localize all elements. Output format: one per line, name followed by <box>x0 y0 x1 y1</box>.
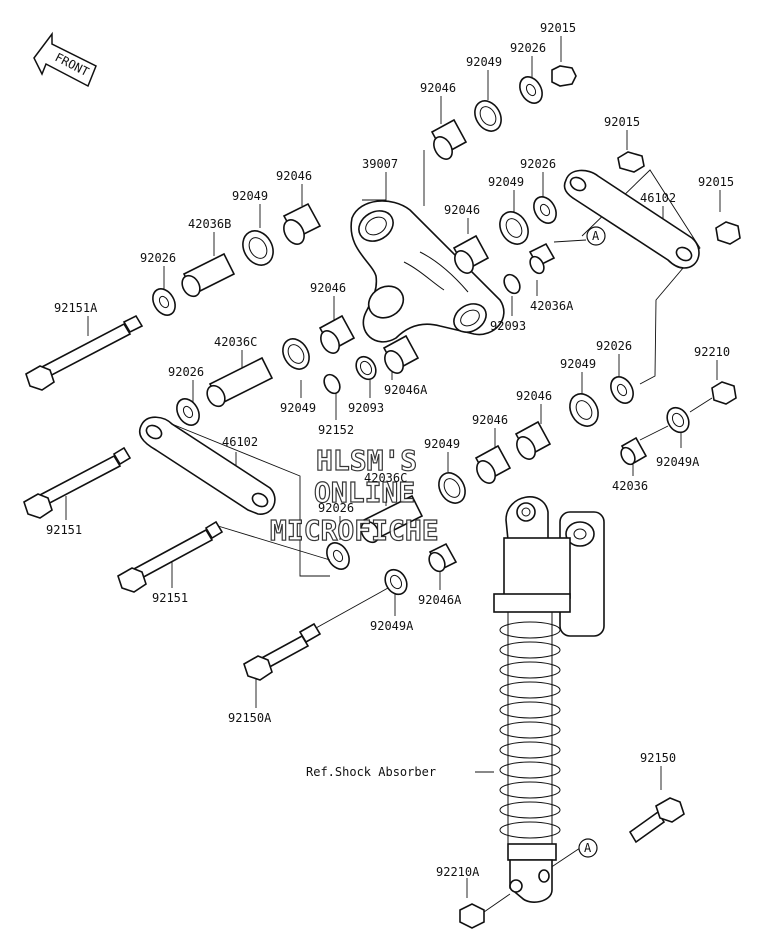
label-92151A: 92151A <box>54 301 98 315</box>
label-92046A-b: 92046A <box>418 593 462 607</box>
lower-bolts <box>23 446 458 681</box>
label-92210: 92210 <box>694 345 730 359</box>
upper-pivot-hardware <box>430 65 577 160</box>
label-42036C-a: 42036C <box>214 335 257 349</box>
right-mid-hardware <box>438 376 737 504</box>
nut-92015-far <box>715 221 741 245</box>
label-92093-a: 92093 <box>490 319 526 333</box>
bolt-92150 <box>628 810 666 844</box>
label-92026-b: 92026 <box>520 157 556 171</box>
label-92049-d: 92049 <box>560 357 596 371</box>
watermark-line-3: MICROFICHE <box>270 514 439 547</box>
watermark-line-2: ONLINE <box>314 476 415 509</box>
nut-92210A <box>459 903 485 929</box>
label-92151-a: 92151 <box>46 523 82 537</box>
label-92046-d: 92046 <box>310 281 346 295</box>
seal-92049-center <box>282 338 310 370</box>
seal-92049A-right <box>666 406 690 434</box>
seal-92049-rlow <box>438 472 466 504</box>
label-42036C-b: 42036C <box>364 471 407 485</box>
label-92150: 92150 <box>640 751 676 765</box>
front-arrow-badge: FRONT <box>33 31 97 88</box>
label-92049A-b: 92049A <box>370 619 414 633</box>
label-92049-c: 92049 <box>232 189 268 203</box>
label-42036: 42036 <box>612 479 648 493</box>
label-92046-b: 92046 <box>276 169 312 183</box>
label-92049-f: 92049 <box>424 437 460 451</box>
watermark: HLSM'S ONLINE MICROFICHE <box>269 443 439 547</box>
watermark-line-1: HLSM'S <box>316 444 417 477</box>
label-92015-c: 92015 <box>698 175 734 189</box>
seal-92049-left <box>242 230 274 266</box>
label-92210A: 92210A <box>436 865 480 879</box>
washer-92026-lower <box>326 542 350 570</box>
label-92046-e: 92046 <box>516 389 552 403</box>
nut-92210 <box>711 381 737 405</box>
label-92046-a: 92046 <box>420 81 456 95</box>
label-92049-e: 92049 <box>280 401 316 415</box>
label-92046-c: 92046 <box>444 203 480 217</box>
label-92150A: 92150A <box>228 711 272 725</box>
label-92049-b: 92049 <box>488 175 524 189</box>
label-92046A-a: 92046A <box>384 383 428 397</box>
middle-hardware <box>176 314 420 426</box>
marker-a-lower: A <box>584 841 592 855</box>
left-upper-hardware <box>25 202 322 391</box>
tie-rod-46102-left <box>138 416 276 515</box>
label-92015-a: 92015 <box>540 21 576 35</box>
washer-92026-top <box>519 76 543 104</box>
bolt-92151A <box>38 322 132 380</box>
shock-absorber: A <box>459 496 685 929</box>
label-92152: 92152 <box>318 423 354 437</box>
ref-shock-absorber-label: Ref.Shock Absorber <box>306 765 436 779</box>
washer-92026-left <box>152 288 176 316</box>
marker-a-upper: A <box>592 229 600 243</box>
part-labels: 92015 92026 92049 92046 92015 39007 9204… <box>46 21 734 879</box>
label-92026-f: 92026 <box>318 501 354 515</box>
washer-92026-rmid <box>610 376 634 404</box>
washer-92026-center <box>176 398 200 426</box>
label-92026-d: 92026 <box>596 339 632 353</box>
label-42036A: 42036A <box>530 299 574 313</box>
label-92093-b: 92093 <box>348 401 384 415</box>
label-92046-f: 92046 <box>472 413 508 427</box>
nut-92015-top <box>551 65 577 87</box>
oring-92093-lower <box>355 355 377 381</box>
nut-92015-right <box>617 151 645 173</box>
seal-92049-rmid <box>569 393 599 427</box>
bolt-92151-upper <box>36 454 122 508</box>
washer-92026-right <box>533 196 557 224</box>
tie-rod-46102-right <box>563 169 741 269</box>
label-46102-b: 46102 <box>222 435 258 449</box>
label-92026-e: 92026 <box>168 365 204 379</box>
label-92049A-a: 92049A <box>656 455 700 469</box>
seal-92049-top <box>474 100 502 132</box>
rocker-arm-39007 <box>350 200 505 343</box>
cap-92152 <box>323 373 341 395</box>
label-92015-b: 92015 <box>604 115 640 129</box>
label-92151-b: 92151 <box>152 591 188 605</box>
right-pivot-hardware: A <box>452 151 645 295</box>
seal-92049A-lower <box>384 568 408 596</box>
label-92026-c: 92026 <box>140 251 176 265</box>
label-42036B: 42036B <box>188 217 231 231</box>
label-39007: 39007 <box>362 157 398 171</box>
seal-92049-right <box>499 211 529 245</box>
label-92026-a: 92026 <box>510 41 546 55</box>
oring-92093-upper <box>503 273 521 295</box>
label-92049-a: 92049 <box>466 55 502 69</box>
label-46102-a: 46102 <box>640 191 676 205</box>
